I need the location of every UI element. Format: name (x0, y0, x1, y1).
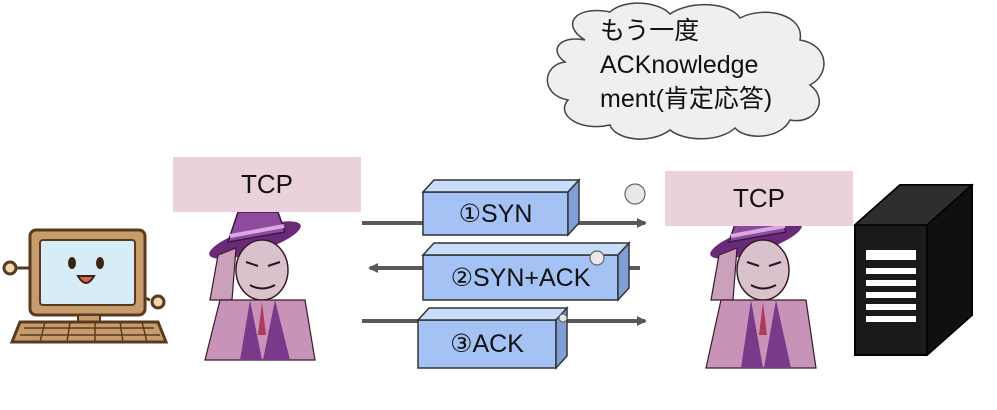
character-illustration-left (204, 211, 316, 361)
cloud-line-3: ment(肯定応答) (600, 85, 773, 113)
packet-label-syn: ①SYN (458, 199, 533, 228)
thought-cloud (546, 2, 825, 140)
character-illustration-right (705, 211, 817, 369)
cloud-line-1: もう一度 (600, 17, 700, 45)
packet-label-syn-ack: ②SYN+ACK (450, 263, 591, 292)
thought-bubble-dot-small (558, 313, 568, 323)
packet-label-ack: ③ACK (450, 330, 524, 358)
thought-bubble-dot-large (624, 183, 646, 205)
packet-syn-ack (421, 241, 631, 302)
server-icon (853, 183, 974, 357)
thought-bubble-dot-medium (589, 250, 605, 266)
computer-icon (2, 228, 169, 344)
cloud-text: もう一度 ACKnowledge ment(肯定応答) (600, 14, 772, 116)
packet-syn (421, 178, 581, 237)
packet-ack (416, 306, 569, 370)
cloud-line-2: ACKnowledge (600, 51, 759, 79)
tcp-label-right: TCP (665, 171, 853, 226)
tcp-label-left: TCP (173, 157, 361, 212)
